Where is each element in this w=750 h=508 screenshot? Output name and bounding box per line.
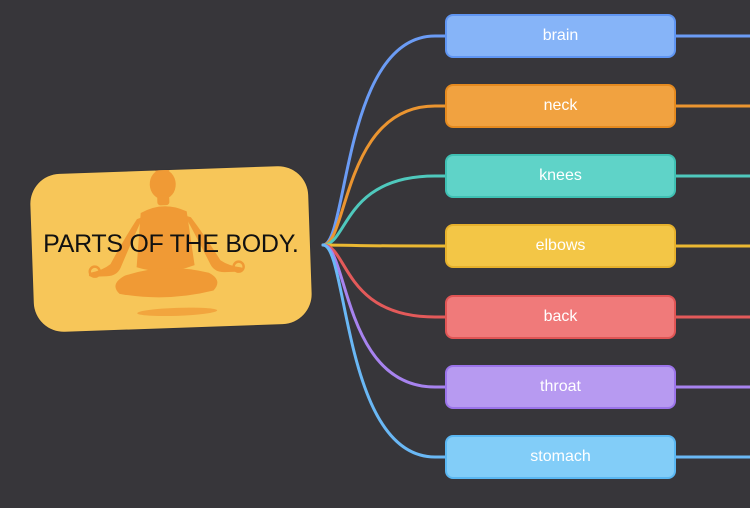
connector-neck	[321, 104, 447, 247]
connector-knees	[321, 174, 447, 247]
topic-node-brain[interactable]: brain	[445, 14, 676, 58]
central-topic-title: PARTS OF THE BODY.	[43, 230, 299, 259]
central-topic[interactable]: PARTS OF THE BODY.	[29, 165, 313, 333]
topic-label: stomach	[530, 448, 591, 465]
connector-back	[321, 243, 447, 319]
connector-stomach	[321, 243, 447, 459]
topic-node-knees[interactable]: knees	[445, 154, 676, 198]
topic-label: brain	[542, 27, 579, 44]
topic-node-stomach[interactable]: stomach	[445, 435, 676, 479]
topic-label: back	[543, 308, 578, 325]
topic-label: elbows	[535, 237, 586, 254]
topic-label: throat	[540, 378, 581, 395]
meditating-person-icon	[88, 165, 245, 317]
topic-node-neck[interactable]: neck	[445, 84, 676, 128]
connector-brain	[321, 34, 447, 247]
topic-label: neck	[543, 97, 578, 114]
connector-elbows	[321, 243, 447, 248]
topic-label: knees	[539, 167, 582, 184]
topic-node-elbows[interactable]: elbows	[445, 224, 676, 268]
topic-node-throat[interactable]: throat	[445, 365, 676, 409]
topic-node-back[interactable]: back	[445, 295, 676, 339]
